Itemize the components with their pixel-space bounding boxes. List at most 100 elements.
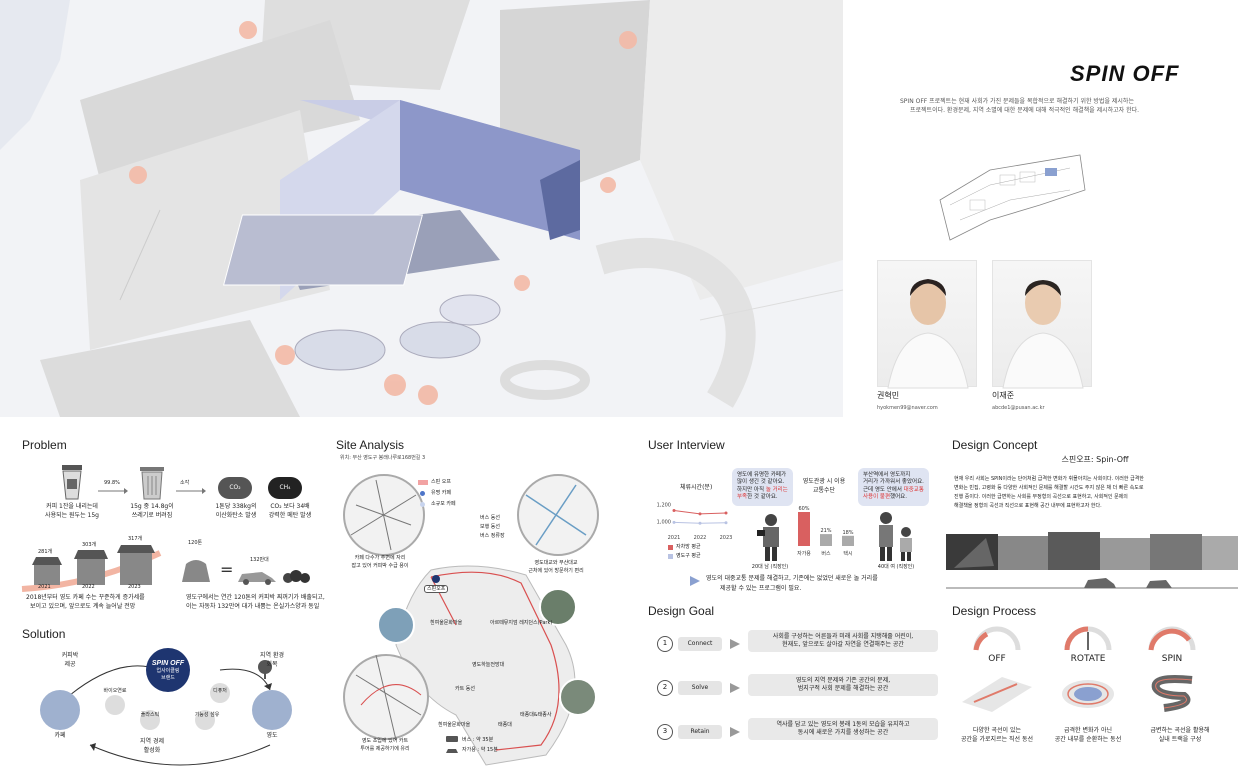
ch4-text1: CO₂ 보다 34배 — [270, 503, 310, 510]
photo-circle-3 — [559, 678, 597, 716]
cup-text2: 사용되는 원두는 15g — [45, 512, 99, 519]
process-spin-desc1: 급변하는 곡선을 활용해 — [1150, 727, 1210, 734]
goal-1-arrow-icon — [730, 639, 740, 649]
waste-text1: 영도구에서는 연간 120톤의 커피박 찌꺼기가 배출되고, — [186, 594, 325, 601]
goal-3-line2: 동시에 새로운 가치를 생성하는 공간 — [797, 729, 889, 737]
place-sky-observatory: 영도하늘전망대 — [472, 662, 505, 668]
car-silhouettes — [1084, 578, 1172, 588]
goal-3-line1: 역사를 담고 있는 영도의 봉래 1동의 모습을 유지하고 — [776, 721, 910, 728]
solution-center-sub2: 브랜드 — [161, 675, 175, 681]
data-point — [698, 521, 702, 525]
site-note-tr1: 영도대교와 부산대교 — [534, 560, 578, 566]
goal-2-desc: 영도의 지역 문제와 기존 공간의 문제, 범지구적 사회 문제를 해결하는 공… — [748, 674, 938, 697]
process-rotate-desc1: 급격한 변화가 아닌 — [1064, 727, 1112, 734]
concept-body-3: 진행 중이다. 이러한 급변하는 사회를 부정형의 곡선으로 표현하고, 사회적… — [954, 494, 1128, 500]
bar-category-label: 택시 — [843, 550, 852, 557]
bar-category-label: 버스 — [821, 550, 831, 557]
site-map — [343, 474, 599, 766]
concept-body-4: 해결책을 정형의 곡선과 직선으로 표현해 공간 내부에 표현하고자 한다. — [954, 503, 1102, 509]
user-interview-title: User Interview — [648, 438, 725, 452]
bubble2-line4b: 했어요. — [890, 494, 907, 501]
interview-summary-2: 제공할 수 있는 프로그램이 필요. — [720, 585, 802, 592]
play-triangle-icon — [690, 576, 700, 586]
concept-body-1: 현재 우리 사회는 SPIN이라는 단어처럼 급격한 변화가 휘몰아치는 사회이… — [954, 476, 1144, 482]
photo-circle-2 — [539, 588, 577, 626]
dwell-chart-title: 체류시간(분) — [680, 484, 713, 491]
year-2022: 2022 — [82, 584, 95, 590]
legend-spin: 스핀 오프 — [431, 479, 451, 485]
goal-1-desc: 사회를 구성하는 어른들과 미래 사회를 지탱해줄 어린이, 현재도, 앞으로도… — [748, 630, 938, 653]
design-concept-title: Design Concept — [952, 438, 1038, 452]
route-start-label: 흰여울문화마을 — [438, 722, 471, 728]
magnifier-top-left — [343, 474, 425, 556]
goal-3-arrow-icon — [730, 727, 740, 737]
cafe-text1: 2018년부터 영도 카페 수는 꾸준하게 증가세를 — [26, 594, 145, 601]
bubble2-line4a: 사용이 불편 — [863, 494, 891, 501]
data-point — [724, 511, 728, 515]
spin-track-diagram — [1151, 675, 1193, 712]
bar-3 — [842, 535, 854, 546]
right-top-label1: 지역 환경 — [260, 652, 284, 659]
rotate-gauge-icon — [1064, 626, 1112, 651]
percent-label: 99.8% — [104, 480, 120, 486]
cafe-growth-graphic — [21, 545, 162, 592]
spin-off-logo: SPIN OFF — [1070, 61, 1180, 86]
legend-bus-stop: 버스 정류장 — [480, 533, 505, 539]
tree-icon — [258, 660, 272, 679]
transport-title2: 교통수단 — [812, 487, 836, 494]
waste-text2: 이는 자동차 132만여 대가 내뿜는 온실가스양과 동일 — [186, 603, 320, 610]
process-spin-desc2: 실내 트랙을 구성 — [1158, 736, 1202, 743]
data-point — [672, 508, 676, 512]
person2-label: 40대 여 (직장인) — [877, 564, 915, 570]
bubble1-line3b: 놀 거리는 — [765, 486, 788, 493]
bottom-label2: 활성화 — [143, 747, 161, 754]
process-step-off: OFF — [988, 654, 1006, 664]
legend-small-cafe-dot — [420, 502, 425, 507]
co2-text1: 1톤당 338kg의 — [215, 503, 257, 510]
ch4-label: CH₄ — [279, 484, 291, 491]
legend-all-avg: 영도구 평균 — [676, 553, 701, 559]
goal-3-tag: Retain — [678, 725, 722, 739]
bubble1-line4b: 한 것 같아요. — [747, 494, 778, 501]
bubble1-line4a: 부족 — [737, 494, 748, 501]
intro-text-line1: SPIN OFF 프로젝트는 현재 사회가 가진 문제들을 복합적으로 해결하기… — [900, 98, 1134, 105]
concept-photo-strip — [946, 532, 1238, 589]
product-label-4: 디퓨저 — [213, 688, 227, 694]
process-off-desc1: 다양한 곡선이 있는 — [973, 727, 1021, 734]
off-gauge-icon — [973, 626, 1021, 651]
cafe-node — [40, 690, 80, 730]
bar-value-label: 21% — [820, 528, 831, 534]
goal-1-tag: Connect — [678, 637, 722, 651]
arrow-right-icon — [98, 488, 128, 494]
interview-summary-1: 영도의 대중교통 문제를 해결하고, 기존에는 없었던 새로운 놀 거리를 — [706, 575, 878, 582]
cafe-node-label: 카페 — [54, 732, 66, 739]
process-off-desc2: 공간을 가로지르는 직선 동선 — [961, 736, 1033, 743]
place-arte-museum: 아르떼뮤지엄 레지던스(Park) — [490, 620, 553, 626]
product-label-3: 기능성 섬유 — [194, 712, 220, 718]
left-top-label1: 커피박 — [61, 652, 79, 659]
place-heuinyeoul: 흰여울문화마을 — [430, 620, 463, 626]
site-note-bl2: 투어를 제공하기에 유리 — [360, 746, 410, 752]
yeongdo-node — [252, 690, 292, 730]
concept-body-2: 변화는 빈집, 고령화 등 다양한 사회적인 문제를 해결할 시간도 주지 않은… — [954, 485, 1144, 491]
cafe-icon-2023 — [117, 545, 155, 585]
yeongdo-node-label: 영도 — [266, 732, 278, 739]
bar-2 — [820, 534, 832, 546]
site-note-bl1: 영도 초입에 있어 카트 — [361, 738, 409, 744]
goal-2-tag: Solve — [678, 681, 722, 695]
bubble2-line3a: 근데 영도 안에서 — [863, 486, 904, 493]
cars-label: 132만대 — [250, 557, 269, 563]
year-2023: 2023 — [128, 584, 141, 590]
car-icon — [446, 749, 458, 753]
year-2021: 2021 — [38, 584, 51, 590]
right-top-label2: 회복 — [266, 661, 278, 668]
member-email-1: hyokmen99@naver.com — [877, 405, 938, 411]
coffee-cup-icon — [62, 465, 82, 500]
x-tick-label: 2023 — [720, 535, 733, 541]
left-top-label2: 제공 — [64, 661, 76, 668]
legend-famous-cafe: 유명 카페 — [431, 490, 451, 496]
bubble1-line1: 영도에 유명한 카페가 — [737, 472, 787, 478]
rotate-track-diagram — [1062, 680, 1114, 708]
